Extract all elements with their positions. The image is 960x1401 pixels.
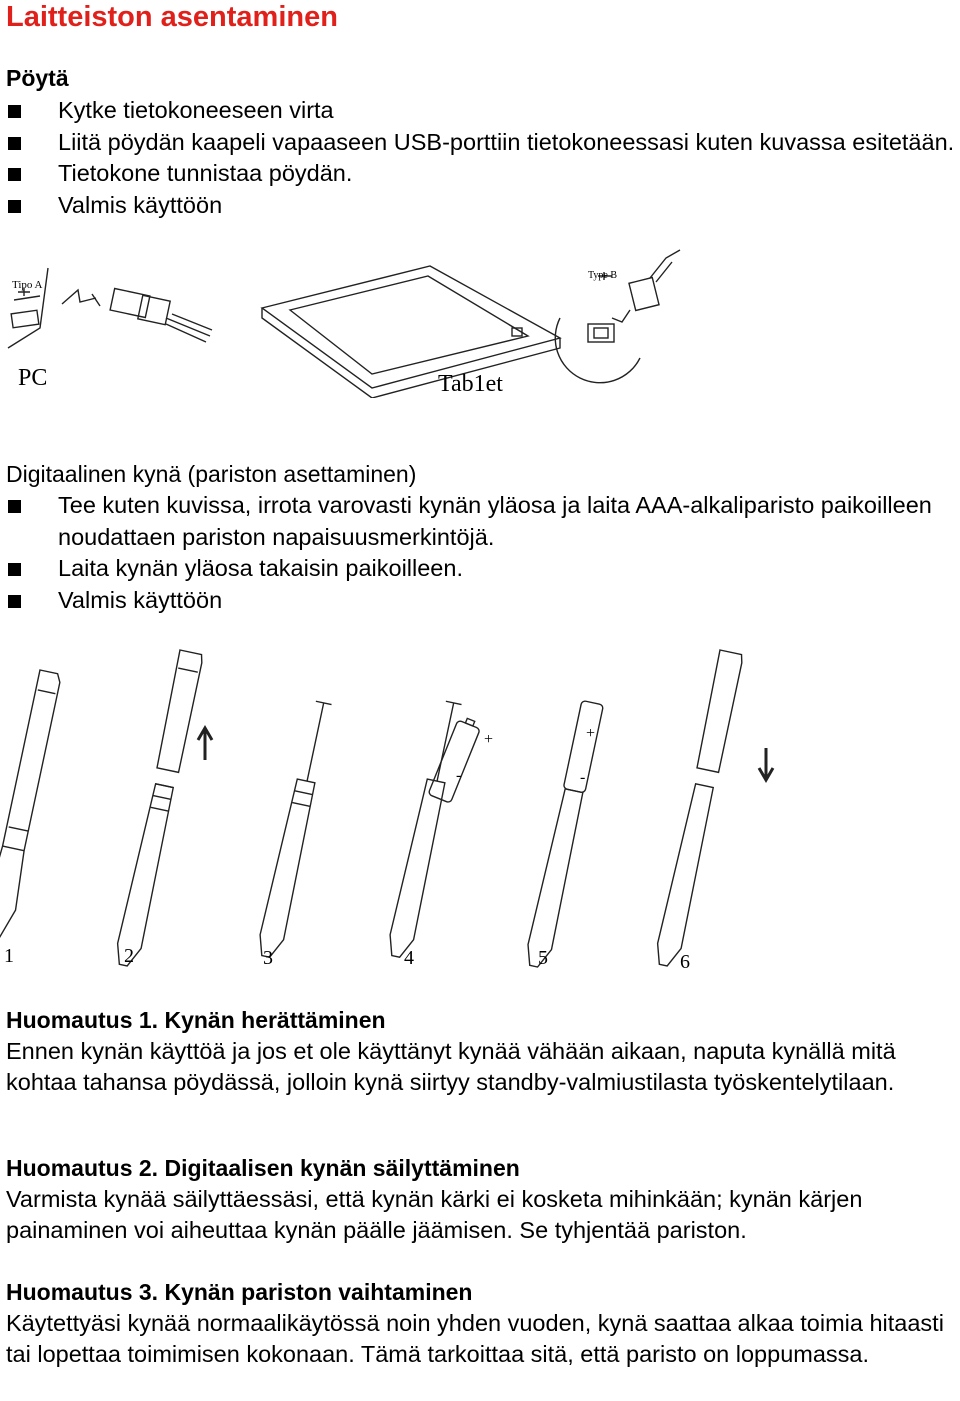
bullet-square-icon	[8, 168, 21, 181]
list-item: Kytke tietokoneeseen virta	[0, 95, 954, 127]
battery-plus-label-5: +	[586, 725, 595, 742]
bullet-square-icon	[8, 136, 21, 150]
table-section-heading: Pöytä	[6, 65, 69, 91]
step-number: 2	[124, 945, 134, 967]
bullet-square-icon	[8, 500, 21, 513]
pen-section-heading: Digitaalinen kynä (pariston asettaminen)	[6, 461, 417, 487]
list-item: Liitä pöydän kaapeli vapaaseen USB-portt…	[0, 127, 954, 159]
note-3-heading: Huomautus 3. Kynän pariston vaihtaminen	[6, 1279, 473, 1305]
note-3-text: Käytettyäsi kynää normaalikäytössä noin …	[6, 1310, 944, 1367]
page-title: Laitteiston asentaminen	[6, 1, 338, 33]
tablet-label: Tab1et	[438, 371, 503, 397]
list-item: Tee kuten kuvissa, irrota varovasti kynä…	[0, 490, 960, 553]
step-number: 3	[263, 947, 273, 969]
pen-bullet-list: Tee kuten kuvissa, irrota varovasti kynä…	[0, 490, 960, 616]
bullet-square-icon	[8, 594, 21, 608]
type-b-label: Type B	[588, 270, 617, 281]
note-2-heading: Huomautus 2. Digitaalisen kynän säilyttä…	[6, 1155, 520, 1181]
bullet-square-icon	[8, 105, 21, 118]
note-1-text: Ennen kynän käyttöä ja jos et ole käyttä…	[6, 1038, 896, 1095]
step-number: 1	[4, 945, 14, 967]
battery-minus-label-5: -	[580, 769, 585, 786]
tipo-a-label: Tipo A	[12, 279, 43, 291]
step-number: 4	[404, 947, 414, 969]
table-bullet-list: Kytke tietokoneeseen virta Liitä pöydän …	[0, 95, 954, 221]
bullet-square-icon	[8, 563, 21, 576]
battery-minus-label: -	[456, 767, 461, 784]
list-item: Valmis käyttöön	[0, 585, 960, 617]
note-2-text: Varmista kynää säilyttäessäsi, että kynä…	[6, 1186, 863, 1243]
list-item: Laita kynän yläosa takaisin paikoilleen.	[0, 553, 960, 585]
pen-battery-steps-illustration: + - + - 1 2 3 4 5 6	[0, 649, 775, 973]
note-1-heading: Huomautus 1. Kynän herättäminen	[6, 1007, 386, 1033]
battery-plus-label: +	[484, 731, 493, 748]
list-item: Tietokone tunnistaa pöydän.	[0, 158, 954, 190]
bullet-square-icon	[8, 199, 21, 213]
usb-connection-illustration: Tipo A Type B PC Tab1et	[7, 249, 681, 398]
pc-label: PC	[18, 365, 47, 391]
list-item: Valmis käyttöön	[0, 190, 954, 222]
step-number: 5	[538, 947, 548, 969]
step-number: 6	[680, 951, 690, 973]
